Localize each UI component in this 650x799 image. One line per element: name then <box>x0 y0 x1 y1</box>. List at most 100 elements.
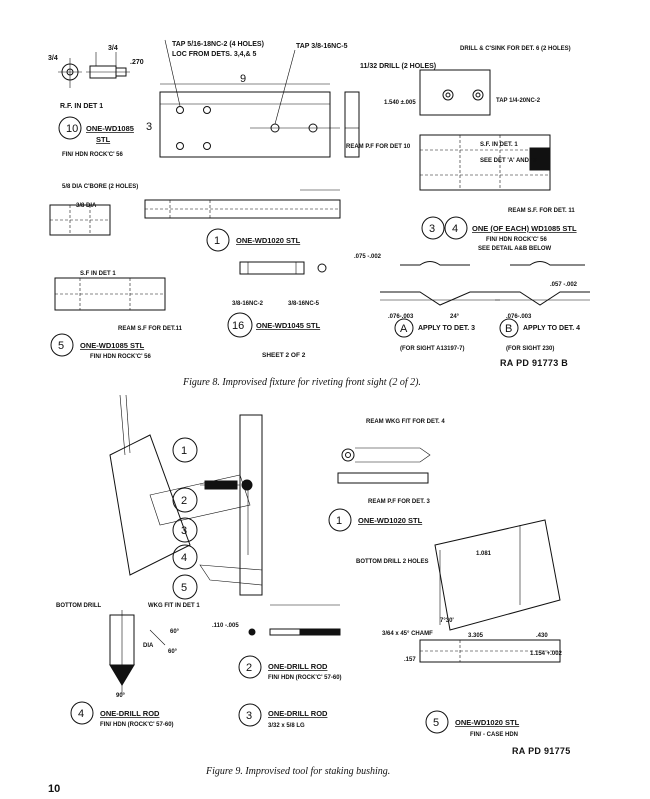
fig9-part4-wkg: WKG FIT IN DET 1 <box>148 603 200 609</box>
part1-ream: REAM P.F FOR DET 10 <box>346 144 411 150</box>
part1-number: 1 <box>214 235 220 247</box>
fig9-part4-name: ONE-DRILL ROD <box>100 709 160 718</box>
part5-name: ONE-WD1085 STL <box>80 341 145 350</box>
fig9-part5-d1: 1.081 <box>476 551 492 557</box>
part16-number: 16 <box>232 320 244 332</box>
fig9-part5-d2: 3.305 <box>468 633 484 639</box>
part34-sf: S.F. IN DET. 1 <box>480 142 518 148</box>
fig9-part1-number: 1 <box>336 515 342 527</box>
part1-tap1b: LOC FROM DETS. 3,4,& 5 <box>172 51 257 58</box>
fig9-part4-number: 4 <box>78 708 84 720</box>
part4-number: 4 <box>452 223 458 235</box>
detail-b-drawing <box>495 261 590 338</box>
part1-tap2: TAP 3/8-16NC-5 <box>296 43 348 50</box>
part-10-drawing <box>58 52 130 140</box>
part3-number: 3 <box>429 223 435 235</box>
callout-4: 4 <box>181 552 187 564</box>
part34-seedet: SEE DET 'A' AND 'B' <box>480 158 538 164</box>
figure9-ref: RA PD 91775 <box>512 746 571 756</box>
fig9-part5-name: ONE-WD1020 STL <box>455 718 520 727</box>
part10-note: R.F. IN DET 1 <box>60 103 103 110</box>
detail-a-d2: .076-.003 <box>388 314 414 320</box>
part10-hdn: FIN/ HDN ROCK'C' 56 <box>62 152 124 158</box>
figure8-ref: RA PD 91773 B <box>500 358 569 368</box>
part34-mat: FIN/ HDN ROCK'C' 56 <box>486 237 548 243</box>
part5-dia: 3/8 DIA <box>76 203 97 209</box>
page-number: 10 <box>48 783 61 795</box>
fig9-part-4-drawing <box>70 610 166 725</box>
part5-mat: FIN/ HDN ROCK'C' 56 <box>90 354 152 360</box>
detail-b-sight: (FOR SIGHT 230) <box>506 346 554 352</box>
fig9-part4-ang1: 60° <box>170 629 180 635</box>
part1-name: ONE-WD1020 STL <box>236 236 301 245</box>
fig9-part2-dim: .110 -.005 <box>212 623 239 629</box>
part1-drill: 11/32 DRILL (2 HOLES) <box>360 63 436 70</box>
part-3-4-drawing <box>419 69 551 240</box>
detail-b-apply: APPLY TO DET. 4 <box>523 325 580 332</box>
sheet-label: SHEET 2 OF 2 <box>262 352 306 359</box>
fig9-part2-mat: FIN/ HDN (ROCK'C' 57-60) <box>268 675 342 681</box>
detail-a-ang: 24° <box>450 314 460 320</box>
fig9-part3-size: 3/32 x 5/8 LG <box>268 723 305 729</box>
detail-b-d2: .076-.003 <box>506 314 532 320</box>
part-1-drawing <box>144 39 360 252</box>
fig9-part-1-drawing <box>328 447 431 532</box>
fig9-part5-ang: 7°30' <box>440 618 454 624</box>
part34-ream: REAM S.F. FOR DET. 11 <box>508 208 575 214</box>
fig9-part-3-circle <box>238 703 262 727</box>
part34-dim: 1.540 ±.005 <box>384 100 416 106</box>
fig9-part2-name: ONE-DRILL ROD <box>268 662 328 671</box>
fig9-part4-bottom: BOTTOM DRILL <box>56 603 102 609</box>
fig9-part5-number: 5 <box>433 717 439 729</box>
fig9-part4-ang2: 60° <box>168 649 178 655</box>
fig9-part-5-drawing <box>419 519 561 734</box>
fig9-part3-name: ONE-DRILL ROD <box>268 709 328 718</box>
fig9-part1-ream1: REAM WKG FIT FOR DET. 4 <box>366 419 445 425</box>
figure-9-drawing: 1 2 3 4 5 REAM WKG FIT FOR DET. 4 REAM P… <box>56 395 563 738</box>
dim-3-4: 3/4 <box>108 45 118 52</box>
callout-1: 1 <box>181 445 187 457</box>
detail-a-drawing <box>380 261 500 338</box>
part5-cbore: 5/8 DIA C'BORE (2 HOLES) <box>62 184 138 190</box>
callout-2: 2 <box>181 495 187 507</box>
part16-t2: 3/8-16NC-5 <box>288 301 320 307</box>
fig9-part5-d5: .157 <box>404 657 416 663</box>
callout-3: 3 <box>181 525 187 537</box>
part5-ream: REAM S.F FOR DET.11 <box>118 326 183 332</box>
part5-sf: S.F IN DET 1 <box>80 271 116 277</box>
svg-text:3/4: 3/4 <box>48 55 58 62</box>
figure-8-drawing: 3/4 3/4 .270 R.F. IN DET 1 10 ONE-WD1085… <box>48 39 590 360</box>
fig9-part5-bottom: BOTTOM DRILL 2 HOLES <box>356 559 428 565</box>
part1-tap1: TAP 5/16-18NC-2 (4 HOLES) <box>172 41 264 48</box>
fig9-part1-ream2: REAM P.F FOR DET. 3 <box>368 499 431 505</box>
assembly-drawing <box>109 395 263 600</box>
part1-dim-len: 9 <box>240 73 246 85</box>
fig9-part5-cham: 3/64 x 45° CHAMF <box>382 631 433 637</box>
detail-a-apply: APPLY TO DET. 3 <box>418 325 475 332</box>
fig9-part4-mat: FIN/ HDN (ROCK'C' 57-60) <box>100 722 174 728</box>
fig9-part3-number: 3 <box>246 710 252 722</box>
part-5-drawing <box>49 204 166 357</box>
figure9-caption: Figure 9. Improvised tool for staking bu… <box>206 766 391 777</box>
detail-a-letter: A <box>400 323 408 335</box>
part5-number: 5 <box>58 340 64 352</box>
fig9-part4-ang3: 90° <box>116 693 126 699</box>
part34-drill: DRILL & C'SINK FOR DET. 6 (2 HOLES) <box>460 46 571 52</box>
callout-5: 5 <box>181 582 187 594</box>
part-16-drawing <box>227 261 327 338</box>
fig9-part2-number: 2 <box>246 662 252 674</box>
part10-name: ONE-WD1085 <box>86 124 134 133</box>
fig9-part5-d3: .430 <box>536 633 548 639</box>
detail-b-letter: B <box>505 323 512 335</box>
fig9-part5-mat: FIN/ - CASE HDN <box>470 732 518 738</box>
part1-dim-w: 3 <box>146 121 152 133</box>
detail-b-d1: .057 -.002 <box>550 282 578 288</box>
part16-name: ONE-WD1045 STL <box>256 321 321 330</box>
part10-mat: STL <box>96 135 111 144</box>
figure8-caption: Figure 8. Improvised fixture for rivetin… <box>183 377 421 388</box>
part16-t1: 3/8-16NC-2 <box>232 301 264 307</box>
fig9-part4-dia: DIA <box>143 643 154 649</box>
fig9-part-2-drawing <box>238 604 341 679</box>
detail-a-sight: (FOR SIGHT A13197-7) <box>400 346 464 352</box>
